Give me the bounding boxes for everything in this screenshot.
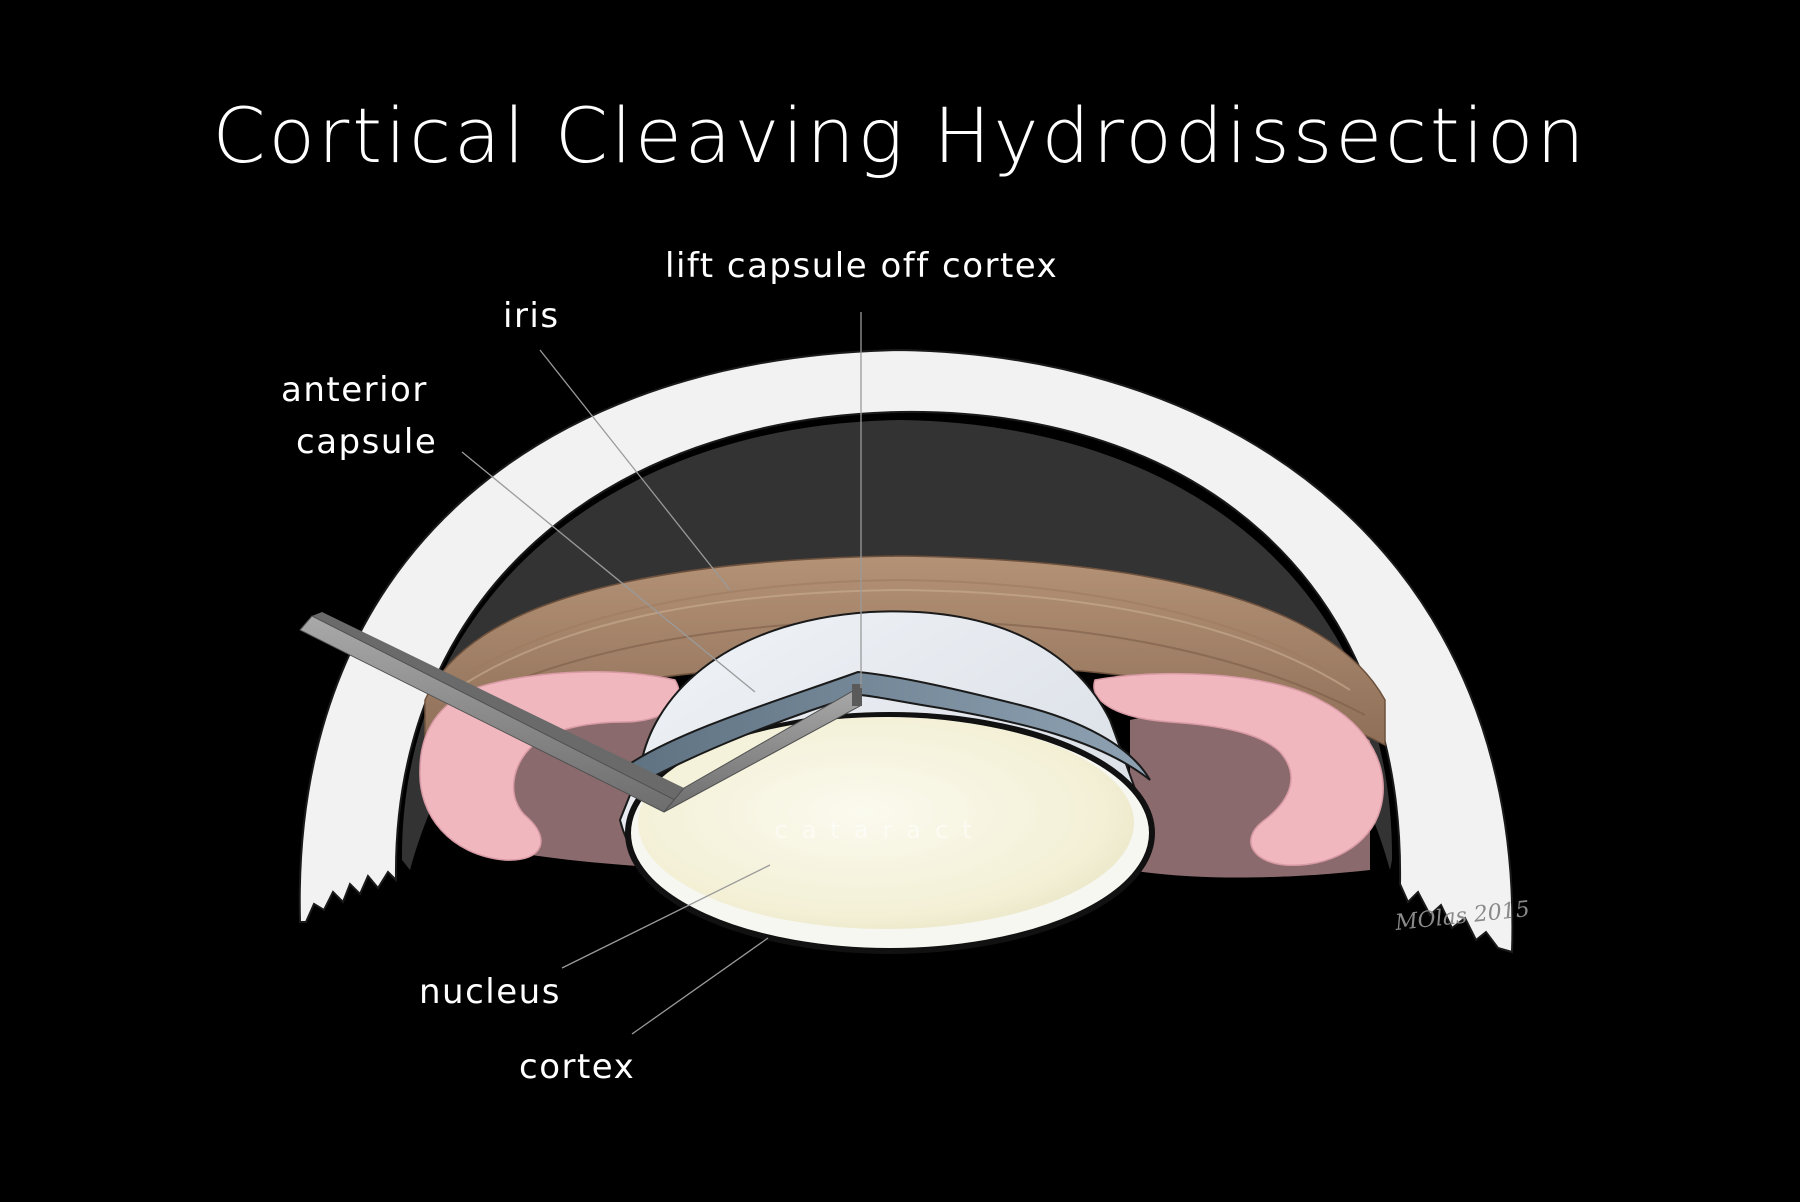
lift-capsule-label: lift capsule off cortex	[665, 246, 1058, 286]
nucleus-label: nucleus	[419, 972, 561, 1012]
lens-nucleus	[638, 717, 1134, 929]
anterior-capsule-label-line1: anterior	[281, 370, 428, 410]
anterior-chamber	[401, 420, 1393, 870]
leader-anterior-capsule	[461, 451, 756, 693]
iris-label: iris	[503, 296, 560, 336]
leader-nucleus	[561, 864, 771, 969]
cannula	[299, 612, 862, 813]
diagram-title: Cortical Cleaving Hydrodissection	[212, 91, 1587, 180]
cortex-label: cortex	[519, 1047, 635, 1087]
leader-lines	[461, 312, 862, 1035]
cornea	[298, 348, 1514, 954]
leader-cortex	[631, 937, 769, 1035]
leader-iris	[539, 349, 731, 591]
iris-pigment-right	[1093, 672, 1384, 866]
anterior-capsule-label-line2: capsule	[296, 422, 437, 462]
cataract-label: cataract	[774, 816, 985, 844]
